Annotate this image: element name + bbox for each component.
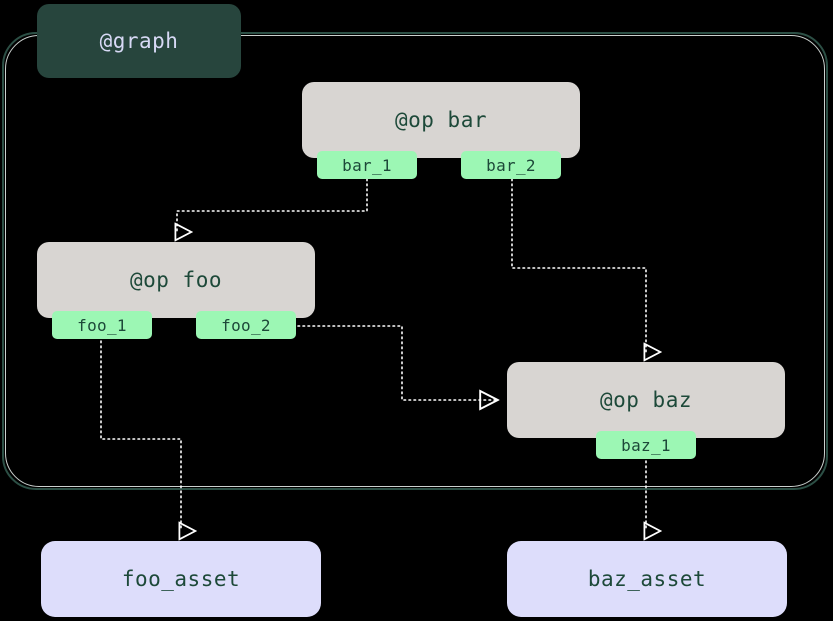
node-label: @op bar — [394, 108, 487, 132]
node-label: @op baz — [599, 388, 692, 412]
node-op-baz[interactable]: @op baz — [507, 362, 785, 438]
node-label: baz_asset — [587, 567, 707, 591]
node-baz-asset[interactable]: baz_asset — [507, 541, 787, 617]
port-bar_2[interactable]: bar_2 — [461, 151, 561, 179]
port-label: foo_1 — [77, 315, 127, 335]
graph-boundary-highlight — [5, 35, 825, 487]
graph-boundary — [2, 32, 828, 490]
port-label: baz_1 — [621, 435, 671, 455]
node-label: foo_asset — [121, 567, 241, 591]
node-foo-asset[interactable]: foo_asset — [41, 541, 321, 617]
port-label: bar_1 — [342, 155, 392, 175]
port-bar_1[interactable]: bar_1 — [317, 151, 417, 179]
node-op-foo[interactable]: @op foo — [37, 242, 315, 318]
graph-label-text: @graph — [99, 29, 179, 53]
graph-label-chip[interactable]: @graph — [37, 4, 241, 78]
port-baz_1[interactable]: baz_1 — [596, 431, 696, 459]
node-op-bar[interactable]: @op bar — [302, 82, 580, 158]
port-foo_2[interactable]: foo_2 — [196, 311, 296, 339]
port-label: bar_2 — [486, 155, 536, 175]
port-foo_1[interactable]: foo_1 — [52, 311, 152, 339]
port-label: foo_2 — [221, 315, 271, 335]
node-label: @op foo — [129, 268, 222, 292]
